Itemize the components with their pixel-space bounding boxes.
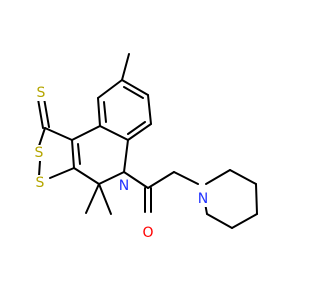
piperidine-nitrogen-label: N (198, 191, 208, 207)
atom-labels: S S S N O N (32, 85, 210, 241)
bond-c3-c9b-inner (77, 143, 81, 165)
bond-pip-3 (255, 183, 258, 215)
bond-benz-6 (97, 79, 123, 99)
bond-s3-c3 (49, 167, 75, 179)
bond-c8a-n (123, 139, 129, 173)
ring-sulfur-lower-label: S (36, 175, 45, 191)
bond-benz-5-inner (103, 101, 107, 123)
bond-benz-5 (97, 97, 101, 127)
ring-sulfur-upper-atom: S (32, 145, 46, 161)
bond-benz-1-inner (123, 86, 144, 99)
ring-sulfur-lower-atom: S (33, 175, 47, 191)
carbonyl-oxygen-label: O (142, 225, 153, 241)
bond-benz-3-inner (127, 121, 146, 135)
bond-benz-1 (121, 79, 149, 96)
ring-nitrogen-atom: N (117, 178, 131, 194)
molecule-structure: S S S N O N (32, 53, 258, 241)
thione-sulfur-label: S (37, 85, 46, 101)
bond-s2-s3 (38, 160, 41, 177)
molecule-canvas: S S S N O N (32, 53, 258, 241)
bond-pip-2 (229, 169, 257, 185)
carbonyl-oxygen-atom: O (141, 225, 155, 241)
bond-methyl-gem-1 (85, 183, 100, 214)
bond-pip-5 (206, 213, 233, 229)
bond-pip-4 (231, 213, 258, 229)
bond-n-carbonyl (123, 171, 149, 189)
piperidine-nitrogen-atom: N (196, 191, 210, 207)
bonds (37, 53, 258, 229)
ring-sulfur-upper-label: S (35, 145, 44, 161)
bond-benz-4 (99, 125, 129, 141)
ring-nitrogen-label: N (119, 178, 129, 194)
bond-benz-2 (147, 94, 152, 125)
bond-thione-1 (37, 98, 44, 129)
bond-carbonyl-ch2 (147, 171, 175, 189)
bond-pip-1 (205, 169, 231, 185)
bond-c9b-c1 (44, 127, 73, 141)
bond-c4-c3 (73, 167, 100, 185)
bond-c3-c9b (71, 139, 75, 169)
bond-methyl-aryl (121, 53, 130, 81)
thione-sulfur-atom: S (34, 85, 48, 101)
bond-ch2-npip (173, 171, 199, 185)
bond-methyl-gem-2 (98, 183, 112, 215)
bond-c9b-c4a (71, 125, 101, 141)
bond-c1-s2 (38, 127, 46, 147)
bond-thione-2 (43, 97, 50, 128)
bond-benz-3 (127, 123, 152, 141)
bond-n-c4 (98, 171, 125, 185)
